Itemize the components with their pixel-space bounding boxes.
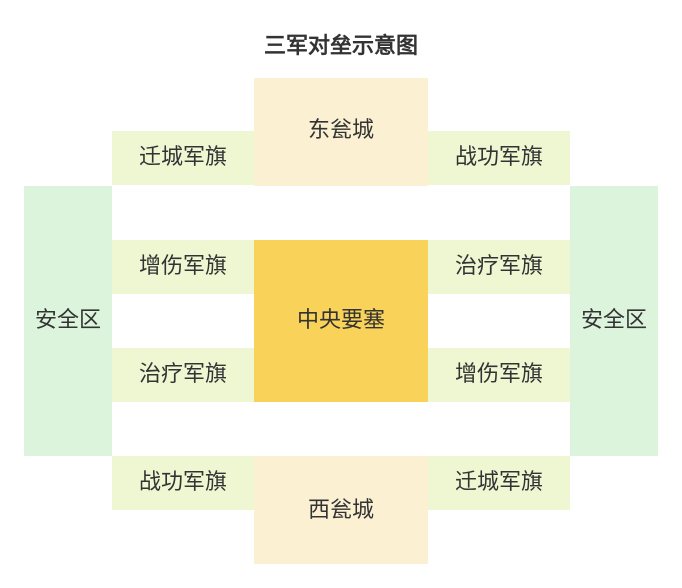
west-citadel: 西瓮城 bbox=[254, 456, 428, 564]
diagram-title: 三军对垒示意图 bbox=[263, 34, 418, 59]
flag-top-left: 迁城军旗 bbox=[112, 131, 254, 185]
flag-mid-upper-right: 治疗军旗 bbox=[428, 240, 570, 294]
flag-mid-lower-right: 增伤军旗 bbox=[428, 348, 570, 402]
east-citadel: 东瓮城 bbox=[254, 78, 428, 186]
flag-bottom-left: 战功军旗 bbox=[112, 456, 254, 510]
central-fortress: 中央要塞 bbox=[254, 240, 428, 402]
flag-top-right: 战功军旗 bbox=[428, 131, 570, 185]
flag-bottom-right: 迁城军旗 bbox=[428, 456, 570, 510]
safe-zone-right: 安全区 bbox=[570, 186, 658, 456]
safe-zone-left: 安全区 bbox=[24, 186, 112, 456]
flag-mid-upper-left: 增伤军旗 bbox=[112, 240, 254, 294]
flag-mid-lower-left: 治疗军旗 bbox=[112, 348, 254, 402]
